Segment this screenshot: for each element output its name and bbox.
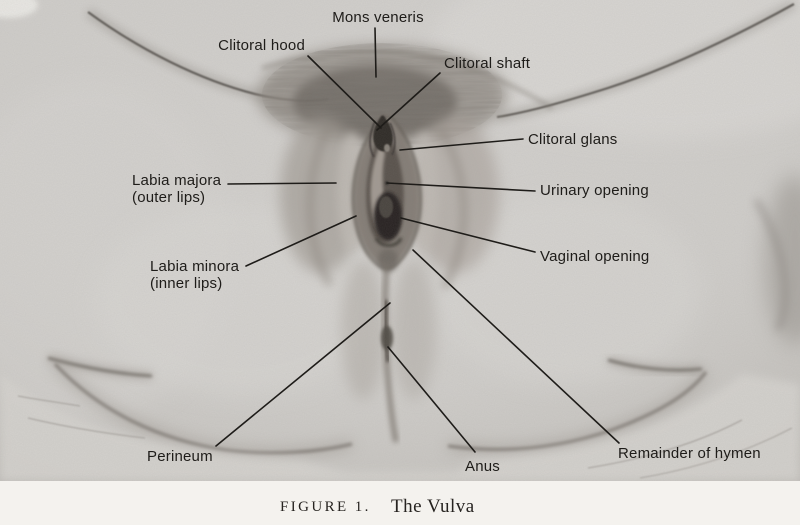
label-anus: Anus	[465, 458, 500, 475]
label-labia-majora-sub: (outer lips)	[132, 189, 205, 206]
label-clitoral-glans: Clitoral glans	[528, 131, 618, 148]
label-urinary-opening: Urinary opening	[540, 182, 649, 199]
caption-background	[0, 481, 800, 525]
caption-figure-label: FIGURE 1.	[280, 499, 371, 515]
caption-title: The Vulva	[391, 496, 475, 517]
leader-line-remainder-of-hymen	[412, 249, 620, 444]
leader-line-perineum	[215, 302, 391, 447]
label-perineum: Perineum	[147, 448, 213, 465]
anatomy-labels: Mons veneris Clitoral hood Clitoral shaf…	[132, 9, 761, 475]
label-vaginal-opening: Vaginal opening	[540, 248, 649, 265]
leader-line-labia-majora	[227, 182, 337, 185]
figure-caption: FIGURE 1. The Vulva	[0, 481, 800, 525]
leader-line-labia-minora	[245, 215, 357, 267]
leader-line-clitoral-hood	[307, 55, 382, 129]
label-labia-majora: Labia majora	[132, 172, 222, 189]
paper-grain	[0, 0, 800, 481]
label-clitoral-hood: Clitoral hood	[218, 37, 305, 54]
anatomical-illustration	[0, 0, 800, 481]
leader-line-urinary-opening	[386, 182, 536, 192]
leader-line-vaginal-opening	[400, 217, 536, 253]
label-labia-minora-sub: (inner lips)	[150, 275, 222, 292]
leader-line-clitoral-shaft	[376, 72, 441, 131]
label-clitoral-shaft: Clitoral shaft	[444, 55, 531, 72]
leader-line-clitoral-glans	[399, 138, 524, 151]
leader-line-mons-veneris	[374, 27, 377, 78]
label-remainder-of-hymen: Remainder of hymen	[618, 445, 761, 462]
leader-line-anus	[387, 346, 476, 453]
leader-lines	[215, 27, 620, 453]
label-labia-minora: Labia minora	[150, 258, 240, 275]
label-mons-veneris: Mons veneris	[332, 9, 424, 26]
